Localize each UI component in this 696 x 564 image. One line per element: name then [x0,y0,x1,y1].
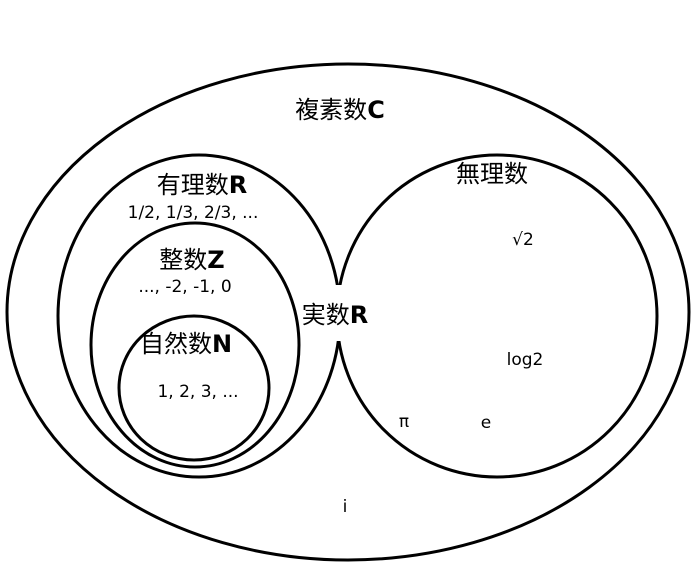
irrational-example-log2: log2 [507,350,544,370]
complex-label: 複素数C [295,96,385,124]
rational-examples: 1/2, 1/3, 2/3, ... [128,203,259,223]
integer-label: 整数Z [159,246,224,274]
natural-symbol: N [212,330,232,358]
natural-examples: 1, 2, 3, ... [157,382,238,402]
integer-symbol: Z [207,246,224,274]
irrational-example-e: e [481,413,491,433]
rational-label-text: 有理数 [157,171,229,199]
integer-label-text: 整数 [159,246,207,274]
irrational-label: 無理数 [456,160,528,188]
rational-label: 有理数R [157,171,247,199]
real-label: 実数R [302,301,368,329]
integer-set-ellipse [89,221,301,469]
natural-label: 自然数N [140,330,232,358]
irrational-example-sqrt2: √2 [512,230,534,250]
natural-set-ellipse [117,314,271,462]
real-symbol: R [350,301,368,329]
real-label-gap [328,285,342,341]
complex-label-text: 複素数 [295,96,367,124]
natural-label-text: 自然数 [140,330,212,358]
complex-symbol: C [367,96,385,124]
irrational-example-pi: π [399,412,409,432]
complex-set-ellipse [5,62,691,562]
rational-symbol: R [229,171,247,199]
complex-example-i: i [343,497,348,517]
real-label-text: 実数 [302,301,350,329]
integer-examples: ..., -2, -1, 0 [138,277,231,297]
